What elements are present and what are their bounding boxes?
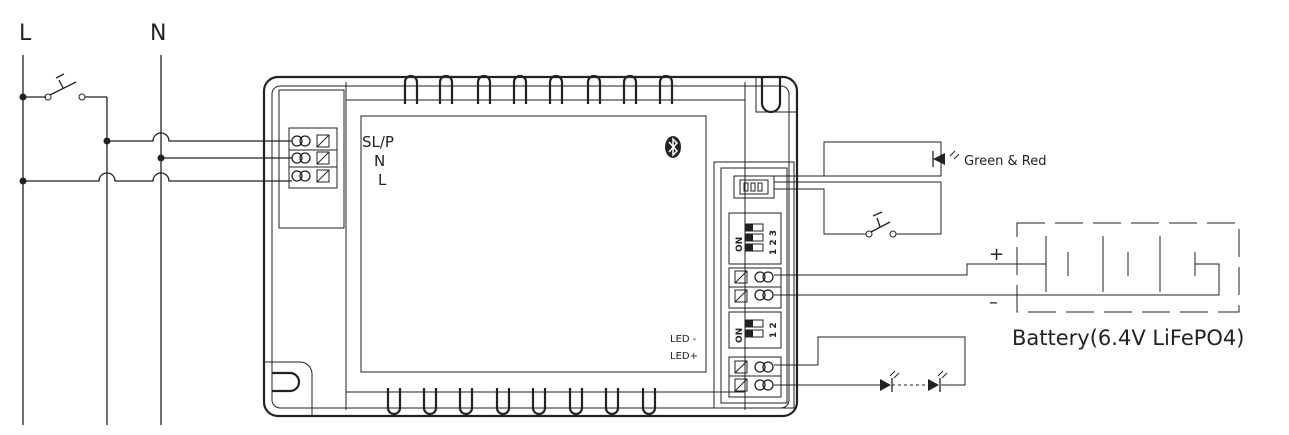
push-button-circuit [774,182,942,238]
led-minus-label: LED - [670,334,697,345]
terminal-label-slp: SL/P [362,133,394,151]
dip-switch-3: ON 1 2 3 [728,212,782,265]
battery-label: Battery(6.4V LiFePO4) [1012,326,1245,350]
dip-2-numbers: 1 2 [769,322,779,338]
wire-switched-live [107,132,292,142]
mounting-ear-top [760,77,782,114]
led-load-icon-1 [880,370,900,392]
wall-switch [19,73,108,425]
dip-3-numbers: 1 2 3 [769,230,779,255]
terminal-label-l: L [378,171,387,189]
neutral-label: N [150,21,166,46]
line-label: L [19,21,32,46]
battery-plus-label: + [989,244,1004,265]
led-output-terminal-block [728,356,782,398]
dip-2-on-label: ON [735,328,745,343]
bottom-cooling-fins [386,388,657,416]
battery-terminal-block [728,267,782,309]
control-strip: ON 1 2 3 [713,161,795,409]
terminal-label-n: N [374,152,385,170]
driver-module: SL/P N L LED - LED+ ON [262,74,799,418]
wire-live [23,172,292,182]
top-cooling-fins [403,74,674,104]
led-load-icon-2 [928,370,948,392]
signal-connector [733,175,775,199]
indicator-led-icon [932,150,960,167]
battery-icon [1016,222,1240,313]
module-housing [262,75,799,418]
indicator-led-circuit: Green & Red [774,141,1046,183]
label-panel [360,115,707,373]
led-load-circuit [774,336,966,392]
dip-switch-2: ON 1 2 [728,311,782,349]
dip-3-on-label: ON [735,237,745,252]
indicator-label: Green & Red [964,154,1046,169]
mains-supply: L N [19,21,292,425]
battery-circuit: + – Battery(6.4V LiFePO4) [774,222,1245,350]
bluetooth-icon [665,136,681,158]
battery-minus-label: – [989,292,998,313]
input-terminal-block [278,89,345,229]
mounting-ear-bottom [272,371,301,393]
led-plus-label: LED+ [670,351,698,362]
